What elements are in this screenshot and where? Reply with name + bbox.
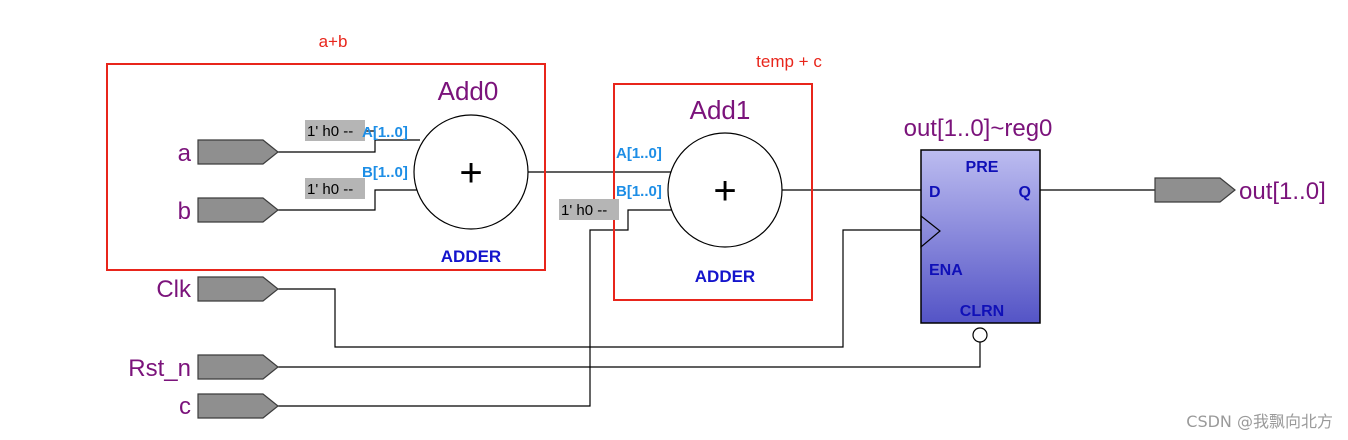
group-label-add0: a+b xyxy=(319,32,348,51)
input-pin-a: a xyxy=(178,139,279,167)
wire-b-to-add0 xyxy=(278,189,418,211)
const-box xyxy=(559,199,619,220)
wire-c-to-add1 xyxy=(278,209,672,407)
adder-circle xyxy=(413,114,529,230)
pin-shape xyxy=(1154,177,1236,203)
register-port-d: D xyxy=(929,184,941,201)
register-port-clrn: CLRN xyxy=(960,303,1004,320)
wire-const-add0-a xyxy=(365,130,376,140)
group-box-add1 xyxy=(613,83,813,301)
register-port-pre: PRE xyxy=(966,159,999,176)
port-label-b: B[1..0] xyxy=(362,164,408,181)
register-port-q: Q xyxy=(1019,184,1031,201)
clock-triangle-icon xyxy=(920,214,941,249)
const-label-b: 1' h0 -- xyxy=(307,181,353,198)
const-label-b: 1' h0 -- xyxy=(561,202,607,219)
wire-rstn-to-reg xyxy=(278,342,981,368)
group-box-add0 xyxy=(106,63,546,271)
adder-circle xyxy=(667,132,783,248)
output-pin-out: out[1..0] xyxy=(1154,177,1326,205)
input-label-rst-n: Rst_n xyxy=(128,355,191,382)
plus-operator: + xyxy=(459,151,482,195)
pin-shape xyxy=(197,393,279,419)
adder-title: Add0 xyxy=(438,76,499,106)
inversion-bubble-icon xyxy=(972,327,988,343)
pin-shape xyxy=(197,276,279,302)
output-label: out[1..0] xyxy=(1239,178,1326,205)
group-label-add1: temp + c xyxy=(756,52,822,71)
port-label-a: A[1..0] xyxy=(616,145,662,162)
register-out-reg0: out[1..0]~reg0 PRE D Q ENA CLRN xyxy=(904,115,1053,343)
input-pin-clk: Clk xyxy=(156,276,279,303)
input-label-clk: Clk xyxy=(156,276,192,303)
wires xyxy=(278,130,1155,407)
const-label-a: 1' h0 -- xyxy=(307,123,353,140)
pin-shape xyxy=(197,197,279,223)
const-box xyxy=(305,120,365,141)
register-box xyxy=(920,149,1041,324)
input-label-c: c xyxy=(179,393,191,420)
adder-add0: Add0 + ADDER 1' h0 -- A[1..0] 1' h0 -- B… xyxy=(305,76,529,266)
adder-add1: Add1 + ADDER A[1..0] 1' h0 -- B[1..0] xyxy=(559,95,783,286)
port-label-b: B[1..0] xyxy=(616,183,662,200)
const-box xyxy=(305,178,365,199)
port-label-a: A[1..0] xyxy=(362,124,408,141)
input-pin-rst-n: Rst_n xyxy=(128,354,279,382)
adder-type-label: ADDER xyxy=(441,247,501,266)
input-pin-b: b xyxy=(178,197,279,225)
watermark: CSDN @我飘向北方 xyxy=(1186,412,1333,431)
adder-title: Add1 xyxy=(690,95,751,125)
pin-shape xyxy=(197,139,279,165)
input-label-b: b xyxy=(178,198,191,225)
input-label-a: a xyxy=(178,140,192,167)
input-pin-c: c xyxy=(179,393,279,420)
plus-operator: + xyxy=(713,169,736,213)
adder-type-label: ADDER xyxy=(695,267,755,286)
wire-a-to-add0 xyxy=(278,139,420,153)
register-port-ena: ENA xyxy=(929,262,963,279)
wire-clk-to-reg xyxy=(278,229,921,348)
register-title: out[1..0]~reg0 xyxy=(904,115,1053,142)
pin-shape xyxy=(197,354,279,380)
